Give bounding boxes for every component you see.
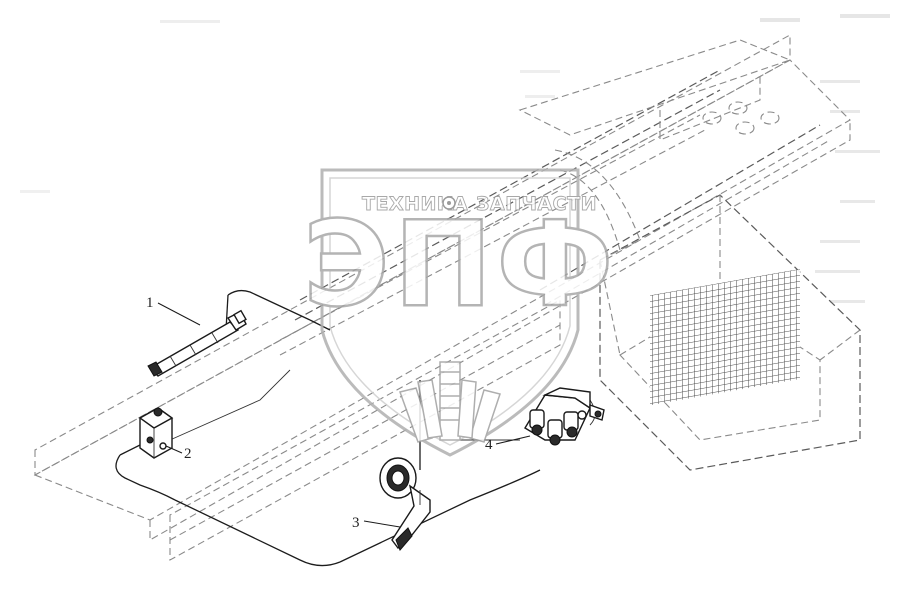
part-2-block-valve	[138, 407, 174, 459]
part-3-brake-valve	[379, 457, 431, 551]
floor-mesh	[650, 268, 800, 406]
cab-floor	[554, 149, 861, 471]
watermark-text-right: ЗАПЧАСТИ	[476, 193, 597, 215]
background-bleed-text	[20, 14, 890, 303]
chassis-frame	[33, 34, 851, 561]
leader-lines	[157, 302, 531, 528]
callouts: 1 2 3 4	[146, 295, 493, 531]
part-4-valve-assembly	[524, 387, 605, 446]
callout-2: 2	[184, 446, 192, 462]
watermark-shield: ТЕХНИКА ЗАПЧАСТИ ЭПФ	[302, 168, 617, 457]
callout-1: 1	[146, 295, 154, 311]
gear-icon	[442, 196, 456, 210]
part-1-rod-valve	[147, 309, 247, 377]
watermark-logo: ЭПФ	[303, 195, 617, 333]
watermark-text-left: ТЕХНИКА	[362, 193, 468, 215]
callout-4: 4	[485, 437, 493, 453]
watermark-emblem	[399, 361, 501, 443]
callout-3: 3	[352, 515, 360, 531]
